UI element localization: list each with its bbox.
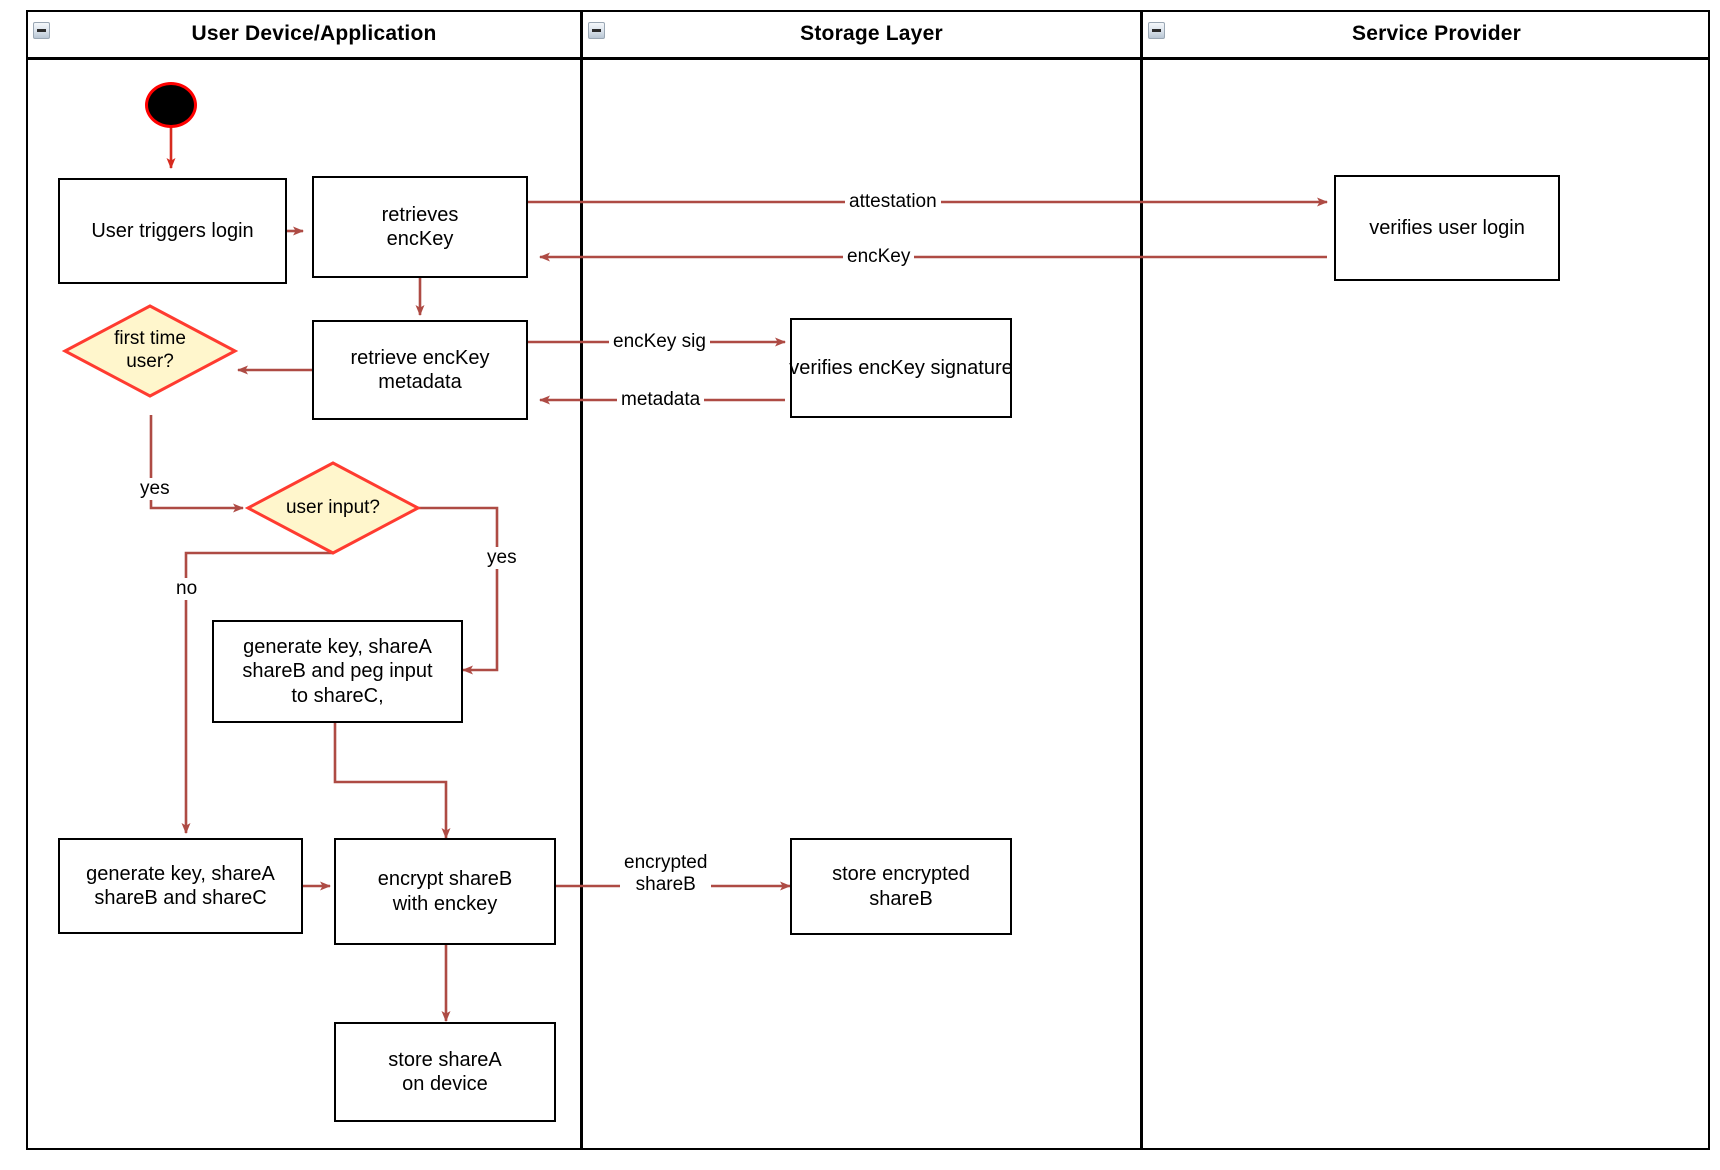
node-retrieve-enckey-metadata[interactable]: retrieve encKey metadata xyxy=(312,320,528,420)
node-verifies-enckey-signature[interactable]: verifies encKey signature xyxy=(789,318,1013,418)
edge-label-yes-first-time: yes xyxy=(136,478,174,500)
edge-label-yes-user-input: yes xyxy=(483,547,521,569)
swimlane-frame xyxy=(26,10,1710,1150)
collapse-minus-icon-user-device[interactable] xyxy=(33,22,50,39)
minus-glyph xyxy=(592,29,601,32)
node-encrypt-shareb[interactable]: encrypt shareB with enckey xyxy=(334,838,556,945)
decision-label: first time user? xyxy=(114,328,186,372)
diamond-shape xyxy=(62,304,238,398)
node-store-sharea-on-device[interactable]: store shareA on device xyxy=(334,1022,556,1122)
edge-label-enckey: encKey xyxy=(843,246,915,268)
edge-label-metadata: metadata xyxy=(617,389,705,411)
lane-divider-2 xyxy=(1140,10,1143,1150)
edge-label-no-user-input: no xyxy=(172,578,202,600)
minus-glyph xyxy=(37,29,46,32)
node-generate-key-shares[interactable]: generate key, shareA shareB and shareC xyxy=(58,838,303,934)
node-generate-key-peg[interactable]: generate key, shareA shareB and peg inpu… xyxy=(212,620,463,723)
minus-glyph xyxy=(1152,29,1161,32)
node-verifies-user-login[interactable]: verifies user login xyxy=(1334,175,1560,281)
lane-title-user-device: User Device/Application xyxy=(191,21,437,45)
collapse-minus-icon-service-provider[interactable] xyxy=(1148,22,1165,39)
diamond-shape xyxy=(245,461,421,555)
node-store-encrypted-shareb[interactable]: store encrypted shareB xyxy=(790,838,1012,935)
node-retrieves-enckey[interactable]: retrieves encKey xyxy=(312,176,528,278)
lane-title-storage-layer: Storage Layer xyxy=(800,21,943,45)
edge-label-attestation: attestation xyxy=(845,191,941,213)
collapse-minus-icon-storage-layer[interactable] xyxy=(588,22,605,39)
decision-user-input[interactable]: user input? xyxy=(245,460,421,556)
start-node xyxy=(145,82,197,128)
edge-label-encrypted-shareb: encrypted shareB xyxy=(620,852,712,896)
decision-first-time-user[interactable]: first time user? xyxy=(62,303,238,399)
lane-title-service-provider: Service Provider xyxy=(1352,21,1521,45)
edge-label-enckey-sig: encKey sig xyxy=(609,331,710,353)
swimlane-header-rule xyxy=(26,57,1710,60)
node-user-triggers-login[interactable]: User triggers login xyxy=(58,178,287,284)
lane-divider-1 xyxy=(580,10,583,1150)
decision-label: user input? xyxy=(285,496,380,518)
